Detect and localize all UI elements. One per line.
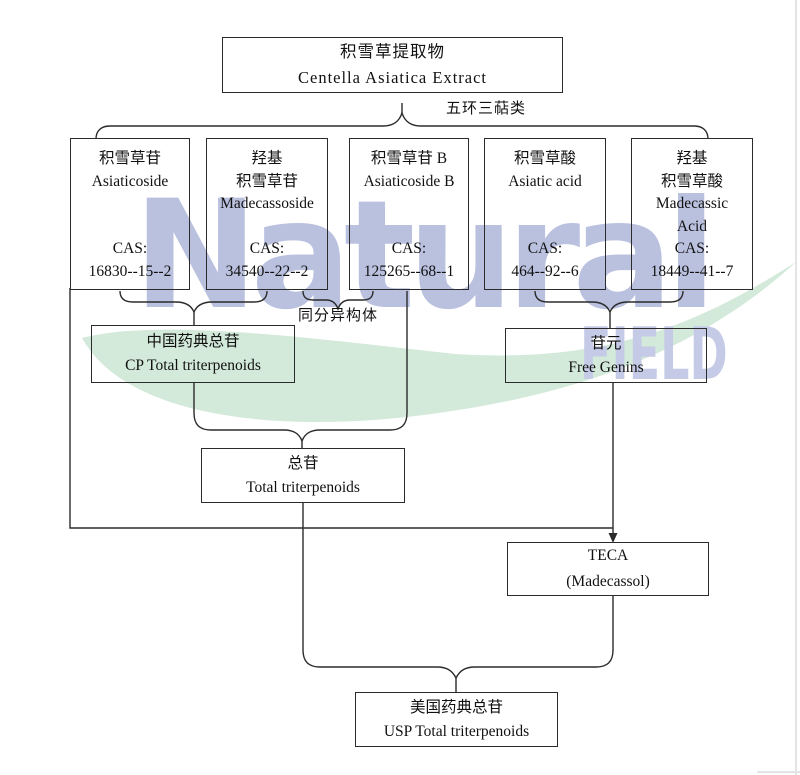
box-line: 125265--68--1 — [363, 262, 455, 280]
box-free-genins: 苷元 Free Genins — [505, 328, 707, 383]
box-line: CP Total triterpenoids — [125, 357, 261, 374]
label-isomers: 同分异构体 — [297, 308, 378, 324]
brace-cp — [119, 290, 268, 314]
brace-isomer — [302, 290, 374, 312]
box-total-triterpenoids: 总苷 Total triterpenoids — [201, 448, 405, 503]
watermark-natural-text: Natural — [133, 169, 717, 343]
box-asiaticoside: 积雪草苷 Asiaticoside CAS: 16830--15--2 — [70, 138, 190, 290]
page-edge-bottom — [757, 771, 800, 773]
box-line: Total triterpenoids — [246, 478, 360, 496]
box-line: 积雪草苷 — [98, 150, 161, 167]
box-asiatic-acid: 积雪草酸 Asiatic acid CAS: 464--92--6 — [484, 138, 606, 290]
box-centella-extract-en: Centella Asiatica Extract — [297, 68, 488, 87]
box-line: Acid — [676, 217, 708, 235]
box-line: Madecassoside — [220, 195, 314, 212]
box-line: 羟基 — [251, 150, 283, 167]
page-edge-right — [795, 0, 797, 775]
box-line: CAS: — [527, 240, 563, 257]
box-line: Asiaticoside — [91, 172, 169, 190]
box-cp-total-triterpenoids: 中国药典总苷 CP Total triterpenoids — [91, 325, 295, 383]
box-line: CAS: — [674, 240, 710, 257]
box-centella-extract: 积雪草提取物 Centella Asiatica Extract — [222, 37, 563, 93]
box-line: 苷元 — [590, 334, 622, 352]
box-line: CAS: — [249, 240, 285, 257]
box-line: 积雪草酸 — [513, 150, 576, 167]
box-line: 18449--41--7 — [650, 262, 734, 280]
label-pentacyclic-triterpenes: 五环三萜类 — [445, 101, 526, 117]
box-asiaticoside-b: 积雪草苷 B Asiaticoside B CAS: 125265--68--1 — [349, 138, 469, 290]
watermark-field-text: FIELD — [580, 312, 728, 396]
arrowhead-teca — [608, 533, 618, 543]
box-line: 464--92--6 — [511, 262, 579, 280]
box-line: TECA — [587, 547, 629, 564]
box-madecassoside: 羟基 积雪草苷 Madecassoside CAS: 34540--22--2 — [206, 138, 328, 290]
box-line: Free Genins — [568, 358, 644, 376]
box-line: Asiatic acid — [508, 172, 582, 190]
box-line: 总苷 — [287, 454, 319, 472]
box-line: 积雪草苷 B — [370, 150, 448, 167]
box-line: 积雪草酸 — [660, 172, 723, 190]
box-line: 积雪草苷 — [235, 172, 298, 190]
box-line: USP Total triterpenoids — [383, 722, 530, 740]
box-line: Madecassic — [655, 195, 729, 212]
box-teca: TECA (Madecassol) — [507, 542, 709, 596]
box-centella-extract-cn: 积雪草提取物 — [340, 42, 445, 61]
brace-genins — [534, 290, 684, 314]
box-line: CAS: — [391, 240, 427, 257]
box-madecassic-acid: 羟基 积雪草酸 Madecassic Acid CAS: 18449--41--… — [631, 138, 753, 290]
line-asiaticoside-to-teca — [69, 288, 613, 529]
box-line: 中国药典总苷 — [146, 333, 240, 350]
box-line: CAS: — [112, 240, 148, 257]
box-line: 16830--15--2 — [88, 262, 172, 280]
box-usp-total-triterpenoids: 美国药典总苷 USP Total triterpenoids — [355, 692, 558, 747]
box-line: Asiaticoside B — [363, 172, 455, 190]
box-line: 34540--22--2 — [225, 262, 309, 280]
box-line: (Madecassol) — [566, 573, 650, 590]
box-line: 羟基 — [676, 150, 708, 167]
box-line: 美国药典总苷 — [409, 698, 503, 716]
brace-pentacyclic — [95, 110, 709, 140]
